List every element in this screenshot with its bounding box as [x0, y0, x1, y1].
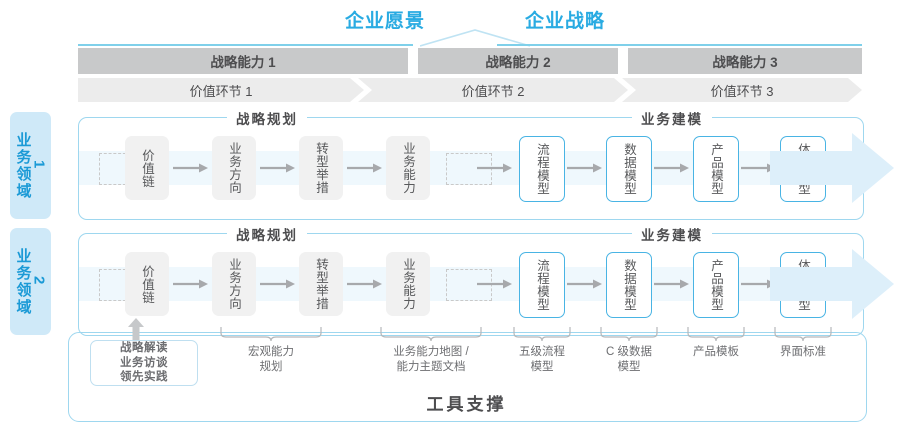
vee-connector-icon	[419, 29, 531, 47]
node-business-capability[interactable]: 业务能力	[386, 136, 430, 200]
capability-band-2: 战略能力 2	[418, 48, 618, 74]
arrow-icon-11	[477, 279, 513, 289]
vision-strategy-header: 企业愿景 企业战略	[345, 5, 605, 33]
strategy-title: 企业战略	[524, 10, 605, 32]
tool-label-capability-map: 业务能力地图 / 能力主题文档	[393, 346, 469, 373]
row-1-modeling-title: 业务建模	[632, 108, 712, 128]
node-product-model[interactable]: 产品模型	[693, 136, 739, 202]
arrow-icon-1	[173, 163, 209, 173]
row-2-modeling-title: 业务建模	[632, 224, 712, 244]
domain-label-1: 业务领域 1	[10, 112, 51, 219]
capability-band-1: 战略能力 1	[78, 48, 408, 74]
node-transformation-measures-2[interactable]: 转型举措	[299, 252, 343, 316]
bracket-icon-product-template	[687, 327, 745, 343]
value-chain-3: 价值环节 3	[622, 78, 862, 102]
node-business-capability-label: 业务能力	[401, 142, 415, 194]
tool-label-macro-capability: 宏观能力 规划	[248, 346, 294, 373]
node-business-direction-label: 业务方向	[227, 142, 241, 194]
row-1-modeling-line-right	[727, 117, 847, 119]
row-2-big-arrow-icon	[770, 249, 895, 319]
tool-support-title: 工具支撑	[426, 395, 507, 414]
arrow-icon-3	[347, 163, 383, 173]
arrow-icon-10	[347, 279, 383, 289]
row-2-modeling-line-right	[727, 233, 847, 235]
arrow-icon-13	[654, 279, 690, 289]
bracket-icon-ui-standard	[774, 327, 832, 343]
top-rule-left	[78, 44, 413, 46]
node-value-chain-2-label: 价值链	[140, 264, 154, 304]
bracket-icon-capability-map	[380, 327, 482, 343]
node-product-model-2[interactable]: 产品模型	[693, 252, 739, 318]
node-business-direction-2-label: 业务方向	[227, 258, 241, 310]
arrow-icon-8	[173, 279, 209, 289]
tool-support-container	[68, 332, 867, 422]
bracket-icon-data-model	[600, 327, 658, 343]
tool-label-process-model: 五级流程 模型	[519, 346, 565, 373]
node-business-capability-2-label: 业务能力	[401, 258, 415, 310]
domain-label-2-text: 业务领域	[14, 247, 32, 316]
domain-label-2: 业务领域 2	[10, 228, 51, 335]
node-value-chain-2[interactable]: 价值链	[125, 252, 169, 316]
node-data-model[interactable]: 数据模型	[606, 136, 652, 202]
arrow-icon-5	[567, 163, 603, 173]
up-arrow-icon	[128, 318, 144, 342]
row-2-planning-line-left	[99, 233, 229, 235]
node-transformation-measures-label: 转型举措	[314, 142, 328, 194]
tool-label-product-template: 产品模板	[693, 346, 739, 358]
node-value-chain-label: 价值链	[140, 148, 154, 188]
row-1-planning-title: 战略规划	[227, 108, 307, 128]
node-product-model-label: 产品模型	[709, 143, 723, 195]
node-business-direction-2[interactable]: 业务方向	[212, 252, 256, 316]
top-rule-right	[497, 44, 862, 46]
node-value-chain[interactable]: 价值链	[125, 136, 169, 200]
arrow-icon-2	[260, 163, 296, 173]
value-chain-2: 价值环节 2	[358, 78, 628, 102]
node-data-model-2[interactable]: 数据模型	[606, 252, 652, 318]
node-process-model-label: 流程模型	[535, 143, 549, 195]
domain-label-1-num: 1	[30, 160, 48, 171]
row-1-planning-line-right	[322, 117, 612, 119]
tool-label-data-model: C 级数据 模型	[606, 346, 652, 373]
domain-label-1-text: 业务领域	[14, 131, 32, 200]
value-chain-1: 价值环节 1	[78, 78, 364, 102]
arrow-icon-6	[654, 163, 690, 173]
node-transformation-measures-2-label: 转型举措	[314, 258, 328, 310]
domain-row-2: 战略规划 业务建模 价值链 业务方向 转型举措 业务能力 流程模型 数据模型 产…	[78, 224, 864, 336]
node-process-model-2[interactable]: 流程模型	[519, 252, 565, 318]
vision-title: 企业愿景	[345, 10, 426, 32]
tool-label-ui-standard: 界面标准	[780, 346, 826, 358]
bracket-icon-process-model	[513, 327, 571, 343]
row-1-big-arrow-icon	[770, 133, 895, 203]
tool-box-strategy[interactable]: 战略解读 业务访谈 领先实践	[90, 340, 198, 386]
node-business-capability-2[interactable]: 业务能力	[386, 252, 430, 316]
node-data-model-label: 数据模型	[622, 143, 636, 195]
node-process-model-2-label: 流程模型	[535, 259, 549, 311]
row-2-planning-title: 战略规划	[227, 224, 307, 244]
node-business-direction[interactable]: 业务方向	[212, 136, 256, 200]
row-2-planning-line-right	[322, 233, 612, 235]
node-process-model[interactable]: 流程模型	[519, 136, 565, 202]
node-product-model-2-label: 产品模型	[709, 259, 723, 311]
arrow-icon-9	[260, 279, 296, 289]
node-data-model-2-label: 数据模型	[622, 259, 636, 311]
bracket-icon-macro	[220, 327, 322, 343]
row-1-planning-line-left	[99, 117, 229, 119]
domain-row-1: 战略规划 业务建模 价值链 业务方向 转型举措 业务能力 流程模型 数据模型 产…	[78, 108, 864, 220]
capability-band-3: 战略能力 3	[628, 48, 862, 74]
node-transformation-measures[interactable]: 转型举措	[299, 136, 343, 200]
domain-label-2-num: 2	[30, 276, 48, 287]
arrow-icon-4	[477, 163, 513, 173]
arrow-icon-12	[567, 279, 603, 289]
